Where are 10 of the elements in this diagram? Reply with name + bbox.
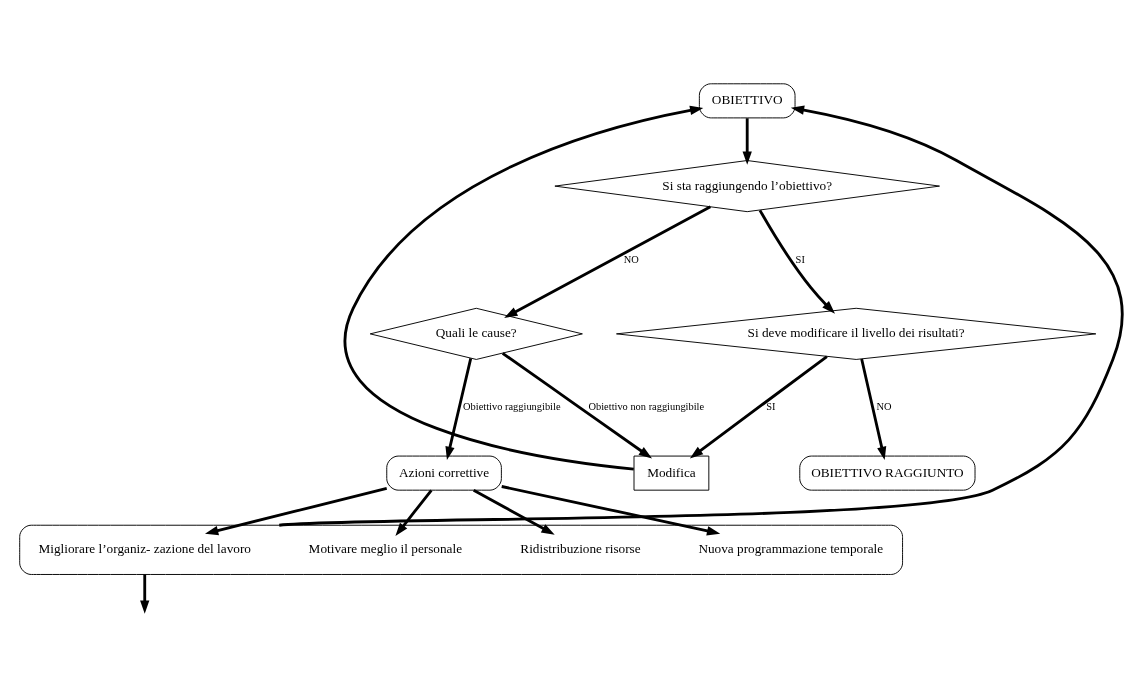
node-text: Ridistribuzione risorse — [520, 540, 641, 556]
node-text: Migliorare l’organiz- zazione del lavoro — [38, 540, 251, 556]
edge-label: NO — [876, 400, 892, 412]
edge-label: SI — [795, 253, 805, 265]
edge-label: SI — [766, 400, 776, 412]
node-text: Motivare meglio il personale — [308, 540, 463, 556]
edge-label: NO — [623, 253, 639, 265]
edge-label: Obiettivo raggiungibile — [463, 400, 561, 412]
node-text: Nuova programmazione temporale — [698, 540, 884, 556]
edge-label: Obiettivo non raggiungibile — [588, 400, 705, 412]
